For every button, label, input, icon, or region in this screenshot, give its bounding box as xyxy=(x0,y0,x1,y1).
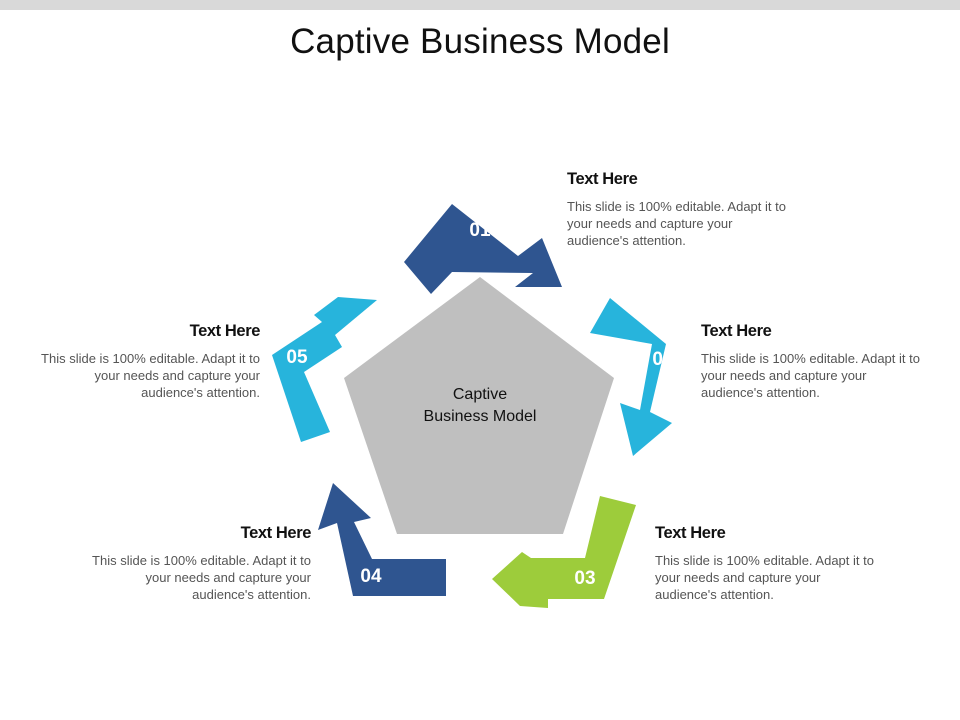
top-bar xyxy=(0,0,960,10)
step-description: This slide is 100% editable. Adapt it to… xyxy=(41,351,260,400)
center-label: Captive Business Model xyxy=(380,384,580,428)
step-number-04: 04 xyxy=(360,566,382,587)
center-label-line2: Business Model xyxy=(423,408,537,425)
step-number-05: 05 xyxy=(286,347,308,368)
step-description: This slide is 100% editable. Adapt it to… xyxy=(701,351,920,400)
slide-title: Captive Business Model xyxy=(290,22,670,61)
step-text-05: Text Here This slide is 100% editable. A… xyxy=(38,322,260,401)
step-description: This slide is 100% editable. Adapt it to… xyxy=(92,553,311,602)
step-description: This slide is 100% editable. Adapt it to… xyxy=(655,553,874,602)
center-pentagon xyxy=(344,277,614,534)
step-text-02: Text Here This slide is 100% editable. A… xyxy=(701,322,923,401)
step-number-01: 01 xyxy=(469,220,491,241)
arrow-04 xyxy=(318,483,446,596)
step-number-03: 03 xyxy=(574,568,595,589)
arrow-01 xyxy=(404,204,562,294)
arrow-02 xyxy=(590,298,672,456)
center-label-line1: Captive xyxy=(452,386,508,403)
step-heading: Text Here xyxy=(655,524,726,542)
step-heading: Text Here xyxy=(567,170,638,188)
step-text-03: Text Here This slide is 100% editable. A… xyxy=(655,524,877,603)
step-heading: Text Here xyxy=(240,524,312,542)
step-heading: Text Here xyxy=(701,322,772,340)
arrow-05 xyxy=(272,297,377,442)
step-description: This slide is 100% editable. Adapt it to… xyxy=(567,199,786,248)
step-number-02: 02 xyxy=(652,349,673,370)
step-heading: Text Here xyxy=(189,322,261,340)
step-text-01: Text Here This slide is 100% editable. A… xyxy=(567,170,789,249)
arrow-03 xyxy=(492,496,636,608)
step-text-04: Text Here This slide is 100% editable. A… xyxy=(89,524,311,603)
